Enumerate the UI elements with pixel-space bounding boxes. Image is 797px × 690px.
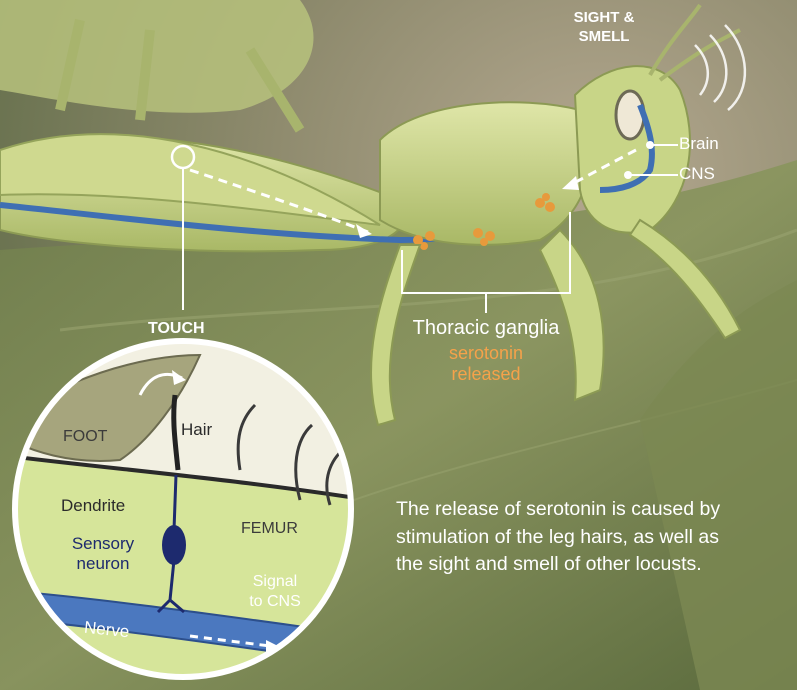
inset-neuron-body <box>162 525 186 565</box>
label-to-cns: to CNS <box>230 593 320 611</box>
locust-thorax <box>380 102 590 245</box>
label-released: released <box>386 364 586 385</box>
label-brain: Brain <box>679 134 719 154</box>
label-cns: CNS <box>679 164 715 184</box>
label-sight-smell: SIGHT & SMELL <box>556 8 652 46</box>
caption-text: The release of serotonin is caused by st… <box>396 496 726 579</box>
label-thoracic-ganglia: Thoracic ganglia <box>386 317 586 340</box>
label-signal: Signal <box>230 573 320 591</box>
background-locust <box>0 0 314 113</box>
label-foot: FOOT <box>63 428 107 446</box>
label-sensory: Sensory <box>48 534 158 554</box>
label-serotonin: serotonin <box>386 343 586 364</box>
label-femur: FEMUR <box>241 520 298 538</box>
locust-eye <box>616 91 644 139</box>
label-neuron: neuron <box>48 554 158 574</box>
label-hair: Hair <box>181 420 212 440</box>
label-dendrite: Dendrite <box>61 496 125 516</box>
label-touch: TOUCH <box>148 320 205 338</box>
